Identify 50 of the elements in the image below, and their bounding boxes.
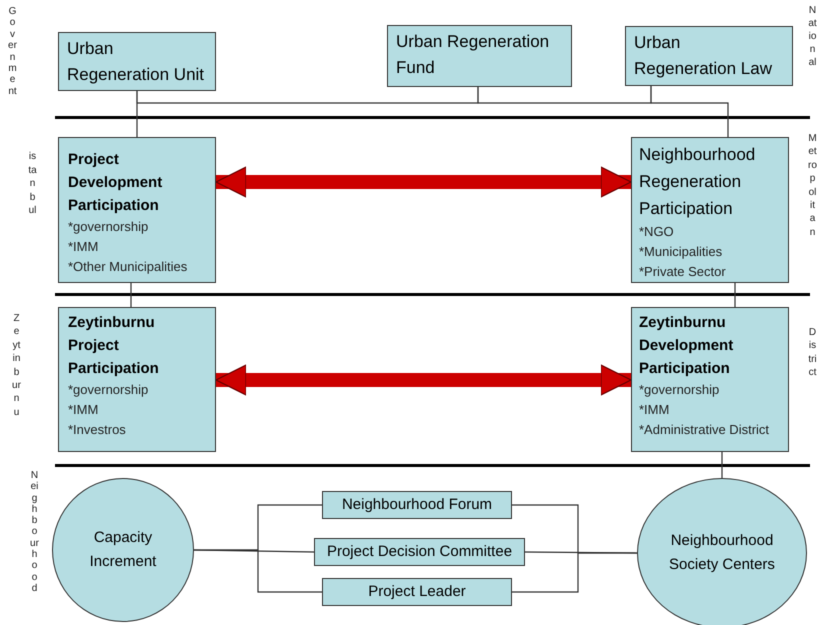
list-item: *IMM bbox=[68, 238, 98, 256]
process-box bbox=[625, 26, 793, 86]
list-item: *Other Municipalities bbox=[68, 258, 188, 276]
list-item: *IMM bbox=[68, 401, 98, 419]
double-arrow bbox=[215, 364, 632, 396]
node-title: Project Development Participation bbox=[68, 150, 164, 216]
node-title: Project Decision Committee bbox=[326, 543, 512, 561]
process-box bbox=[58, 32, 216, 91]
node-title: Neighbourhood Society Centers bbox=[668, 531, 776, 575]
list-item: *NGO bbox=[639, 223, 674, 241]
node-title: Zeytinburnu Development Participation bbox=[639, 313, 734, 379]
vertical-level-label: Government bbox=[8, 6, 17, 98]
process-box bbox=[322, 491, 512, 519]
process-box bbox=[314, 538, 525, 566]
connector-line bbox=[734, 283, 736, 307]
double-arrow bbox=[215, 166, 632, 198]
process-box bbox=[58, 137, 216, 283]
vertical-level-label: National bbox=[808, 4, 817, 69]
process-box bbox=[58, 307, 216, 452]
connector-line bbox=[130, 283, 132, 307]
connector-line bbox=[512, 552, 637, 593]
connector-line bbox=[721, 452, 723, 478]
process-box bbox=[387, 25, 572, 87]
connector-line bbox=[477, 86, 652, 104]
list-item: *Administrative District bbox=[639, 421, 770, 439]
process-box bbox=[631, 137, 789, 283]
list-item: *governorship bbox=[68, 218, 148, 236]
process-box bbox=[322, 578, 512, 606]
list-item: *governorship bbox=[639, 381, 720, 399]
node-title: Urban Regeneration Unit bbox=[67, 38, 206, 86]
node-title: Zeytinburnu Project Participation bbox=[68, 313, 160, 379]
list-item: *Municipalities bbox=[639, 243, 722, 261]
list-item: *IMM bbox=[639, 401, 670, 419]
vertical-level-label: istanbul bbox=[28, 150, 37, 218]
node-title: Neighbourhood Regeneration Participation bbox=[639, 144, 756, 220]
vertical-level-label: Zeytinburnu bbox=[12, 312, 21, 420]
node-title: Capacity Increment bbox=[88, 528, 158, 572]
vertical-level-label: Neighbourhood bbox=[30, 470, 39, 594]
node-title: Urban Regeneration Law bbox=[634, 32, 773, 80]
list-item: *governorship bbox=[68, 381, 148, 399]
node-title: Project Leader bbox=[368, 583, 466, 601]
list-item: *Private Sector bbox=[639, 263, 726, 281]
node-title: Neighbourhood Forum bbox=[342, 496, 492, 514]
list-item: *Investros bbox=[68, 421, 126, 439]
node-title: Urban Regeneration Fund bbox=[396, 31, 550, 78]
vertical-level-label: Metropolitan bbox=[808, 132, 817, 240]
connector-line bbox=[194, 549, 322, 593]
connector-line bbox=[650, 86, 729, 137]
process-box bbox=[631, 307, 789, 452]
vertical-level-label: District bbox=[808, 326, 817, 380]
